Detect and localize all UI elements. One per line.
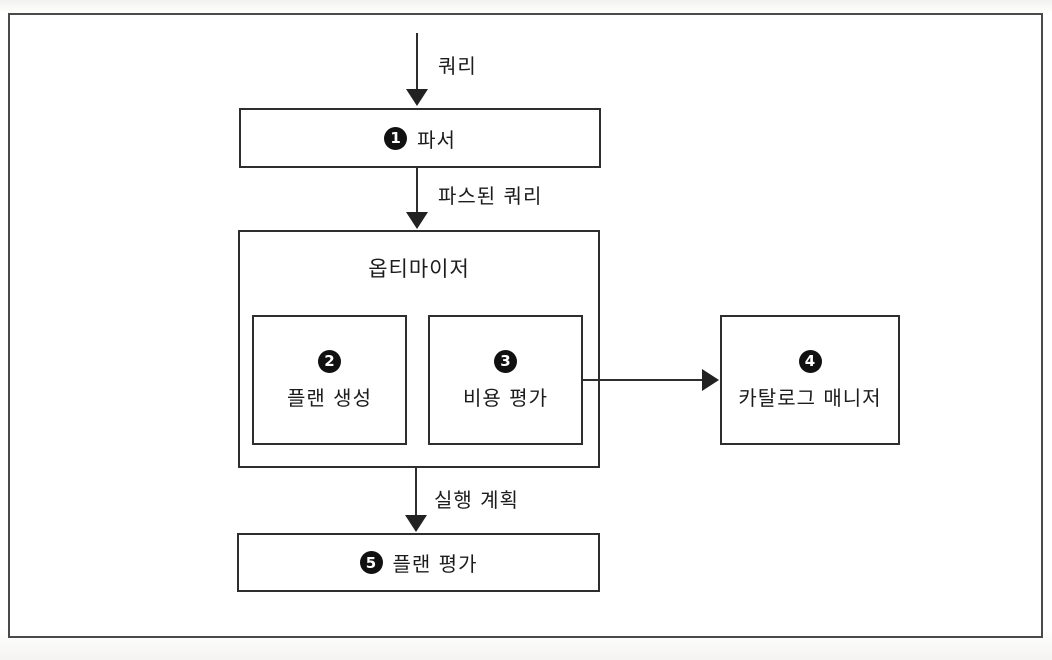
cost-evaluation-node: 3 비용 평가 xyxy=(428,315,583,445)
query-edge-label: 쿼리 xyxy=(438,54,477,78)
catalog-manager-number-badge: 4 xyxy=(798,349,822,373)
plan-generation-number-badge: 2 xyxy=(318,349,341,373)
optimizer-label: 옵티마이저 xyxy=(368,257,470,281)
catalog-arrow-line xyxy=(583,379,703,381)
cost-evaluation-number-badge: 3 xyxy=(494,349,517,373)
parser-node: 1 파서 xyxy=(239,108,601,168)
plan-evaluation-number-badge: 5 xyxy=(359,551,383,574)
plan-generation-node: 2 플랜 생성 xyxy=(252,315,407,445)
cost-evaluation-label: 비용 평가 xyxy=(463,385,548,410)
catalog-arrowhead-icon xyxy=(702,369,719,391)
parsed-query-edge-label: 파스된 쿼리 xyxy=(438,184,543,208)
catalog-manager-node: 4 카탈로그 매니저 xyxy=(720,315,900,445)
optimizer-node: 옵티마이저 2 플랜 생성 3 비용 평가 xyxy=(238,230,600,468)
parser-number-badge: 1 xyxy=(384,126,408,150)
plan-generation-label: 플랜 생성 xyxy=(287,385,372,410)
execution-plan-arrowhead-icon xyxy=(405,515,427,532)
query-arrowhead-icon xyxy=(406,89,428,106)
parsed-query-arrow-line xyxy=(416,168,418,213)
execution-plan-edge-label: 실행 계획 xyxy=(434,488,519,512)
plan-evaluation-node: 5 플랜 평가 xyxy=(237,533,600,592)
execution-plan-arrow-line xyxy=(415,468,417,516)
catalog-manager-label: 카탈로그 매니저 xyxy=(738,385,882,410)
parser-label: 파서 xyxy=(417,127,456,152)
parsed-query-arrowhead-icon xyxy=(406,212,428,229)
plan-evaluation-label: 플랜 평가 xyxy=(392,552,478,576)
query-arrow-line xyxy=(416,33,418,89)
